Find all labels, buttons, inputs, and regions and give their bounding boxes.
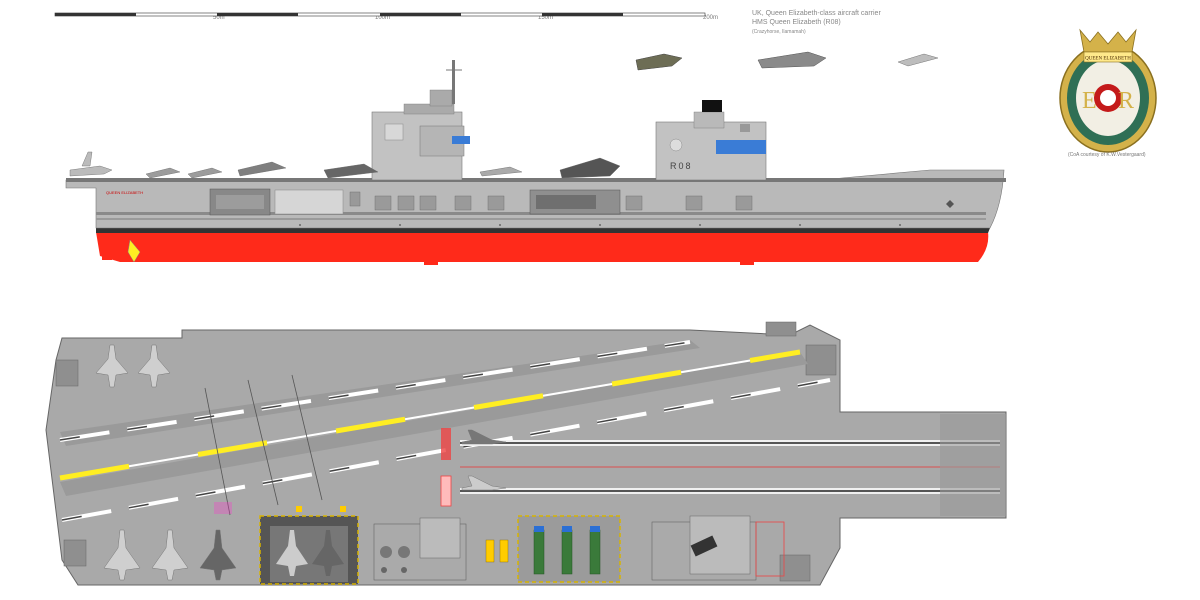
deck-aircraft	[69, 151, 621, 179]
caption-authors: (Crazyhorse, Ilamamah)	[752, 29, 806, 35]
sky-aircraft	[635, 51, 939, 71]
scale-tick-label: 200m	[703, 15, 719, 21]
propeller	[127, 239, 141, 263]
deck-plan	[45, 321, 1007, 586]
crest-letter-r: R	[1118, 88, 1134, 114]
hull-name-label: QUEEN ELIZABETH	[106, 190, 144, 195]
caption-class: UK, Queen Elizabeth-class aircraft carri…	[752, 10, 881, 17]
side-profile	[65, 51, 1006, 265]
crest: QUEEN ELIZABETH E R	[1059, 28, 1157, 153]
boot-topping	[96, 228, 990, 233]
crest-letter-e: E	[1082, 88, 1097, 114]
parked-jets	[95, 344, 507, 581]
hull-antifouling	[96, 232, 989, 262]
scale-tick-label: 100m	[375, 15, 391, 21]
runway-lower	[60, 352, 808, 496]
caption-ship-name: HMS Queen Elizabeth (R08)	[752, 19, 841, 26]
crest-ribbon-text: QUEEN ELIZABETH	[1085, 57, 1131, 62]
scale-tick-label: 50m	[213, 15, 225, 21]
anchor-icon	[946, 200, 954, 208]
aft-island	[655, 100, 767, 181]
crest-credit: (CoA courtesy of K.W.Vestergaard)	[1068, 152, 1146, 158]
forward-island	[371, 60, 470, 181]
scale-bar	[54, 12, 706, 17]
pennant-number: R08	[670, 161, 693, 171]
scale-tick-label: 150m	[538, 15, 554, 21]
